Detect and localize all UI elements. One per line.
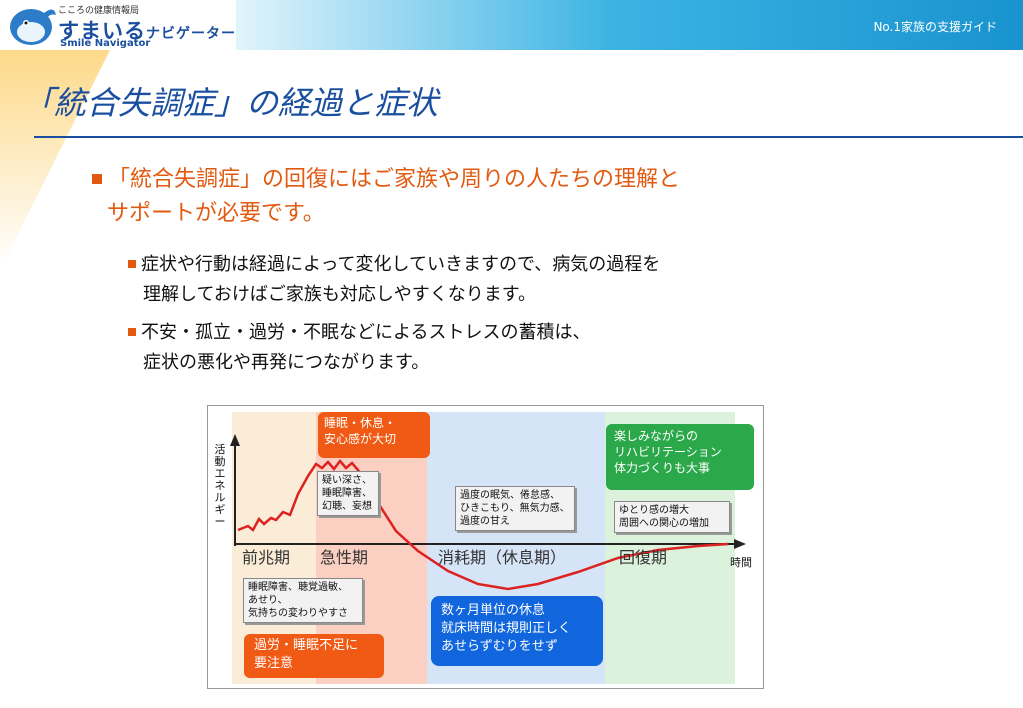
dolphin-icon — [10, 9, 56, 45]
course-diagram: 活動エネルギー 前兆期 急性期 消耗期（休息期） 回復期 時間 睡眠・休息・ 安… — [207, 405, 764, 689]
phase-label-prodromal: 前兆期 — [242, 548, 291, 567]
logo-english: Smile Navigator — [60, 38, 151, 49]
logo[interactable]: こころの健康情報局 すまいるナビゲーター Smile Navigator — [0, 0, 236, 50]
note-prodromal-care: 過労・睡眠不足に 要注意 — [244, 634, 384, 678]
logo-wordmark: すまいるナビゲーター — [58, 15, 236, 45]
x-axis-label: 時間 — [730, 556, 752, 569]
note-line: 安心感が大切 — [324, 432, 397, 446]
note-exhaustion-symptoms: 過度の眠気、倦怠感、 ひきこもり、無気力感、 過度の甘え — [455, 486, 575, 531]
square-bullet-icon — [128, 260, 136, 268]
note-line: 就床時間は規則正しく — [441, 621, 572, 636]
logo-sub-text: ナビゲーター — [146, 26, 236, 42]
square-bullet-icon — [92, 174, 102, 184]
point-1: 症状や行動は経過によって変化していきますので、病気の過程を 理解しておけばご家族… — [128, 250, 888, 310]
phase-label-exhaustion: 消耗期（休息期） — [438, 548, 567, 567]
note-line: 過度の甘え — [460, 516, 510, 527]
note-recovery-care: 楽しみながらの リハビリテーション 体力づくりも大事 — [606, 424, 754, 490]
note-line: リハビリテーション — [614, 445, 722, 459]
note-line: 過労・睡眠不足に — [254, 638, 359, 653]
note-acute-symptoms: 疑い深さ、 睡眠障害、 幻聴、妄想 — [317, 471, 379, 516]
note-line: 数ヶ月単位の休息 — [441, 603, 546, 618]
note-line: 楽しみながらの — [614, 429, 699, 443]
note-line: 疑い深さ、 — [322, 475, 372, 486]
point-2-line-1: 不安・孤立・過労・不眠などによるストレスの蓄積は、 — [141, 322, 591, 343]
y-axis-arrow — [230, 434, 240, 446]
note-line: 睡眠障害、 — [322, 488, 372, 499]
point-2: 不安・孤立・過労・不眠などによるストレスの蓄積は、 症状の悪化や再発につながりま… — [128, 318, 888, 378]
guide-label: No.1家族の支援ガイド — [873, 20, 997, 34]
logo-main-text: すまいる — [58, 19, 146, 43]
point-2-line-2: 症状の悪化や再発につながります。 — [143, 352, 430, 373]
note-line: 睡眠障害、聴覚過敏、 — [248, 582, 348, 593]
note-exhaustion-care: 数ヶ月単位の休息 就床時間は規則正しく あせらずむりをせず — [431, 596, 603, 666]
point-1-line-2: 理解しておけばご家族も対応しやすくなります。 — [143, 284, 536, 305]
x-axis-arrow — [734, 539, 746, 549]
note-line: 要注意 — [254, 656, 294, 671]
page-title: 「統合失調症」の経過と症状 — [22, 84, 439, 122]
note-line: ひきこもり、無気力感、 — [460, 503, 570, 514]
y-axis-label: 活動エネルギー — [214, 443, 226, 528]
lead-line-1: 「統合失調症」の回復にはご家族や周りの人たちの理解と — [108, 167, 681, 192]
note-recovery-symptoms: ゆとり感の増大 周囲への関心の増加 — [614, 501, 730, 533]
decorative-wedge — [0, 50, 110, 270]
note-line: 周囲への関心の増加 — [619, 518, 709, 529]
note-prodromal-symptoms: 睡眠障害、聴覚過敏、 あせり、 気持ちの変わりやすさ — [243, 578, 363, 623]
phase-label-recovery: 回復期 — [619, 548, 668, 567]
note-line: 体力づくりも大事 — [614, 461, 711, 475]
point-1-line-1: 症状や行動は経過によって変化していきますので、病気の過程を — [141, 254, 661, 275]
note-line: 気持ちの変わりやすさ — [248, 608, 348, 619]
note-line: あせらずむりをせず — [441, 639, 558, 654]
note-line: 幻聴、妄想 — [322, 501, 372, 512]
note-line: 過度の眠気、倦怠感、 — [460, 490, 560, 501]
lead-text: 「統合失調症」の回復にはご家族や周りの人たちの理解と サポートが必要です。 — [92, 163, 912, 231]
note-line: 睡眠・休息・ — [324, 416, 397, 430]
lead-line-2: サポートが必要です。 — [107, 201, 325, 226]
note-acute-care: 睡眠・休息・ 安心感が大切 — [318, 412, 430, 458]
note-line: ゆとり感の増大 — [619, 505, 689, 516]
header-bar: こころの健康情報局 すまいるナビゲーター Smile Navigator No.… — [0, 0, 1023, 50]
logo-tagline: こころの健康情報局 — [58, 6, 140, 16]
square-bullet-icon — [128, 328, 136, 336]
title-divider — [34, 136, 1023, 138]
energy-curve — [237, 459, 729, 591]
note-line: あせり、 — [248, 595, 288, 606]
phase-label-acute: 急性期 — [320, 548, 369, 567]
